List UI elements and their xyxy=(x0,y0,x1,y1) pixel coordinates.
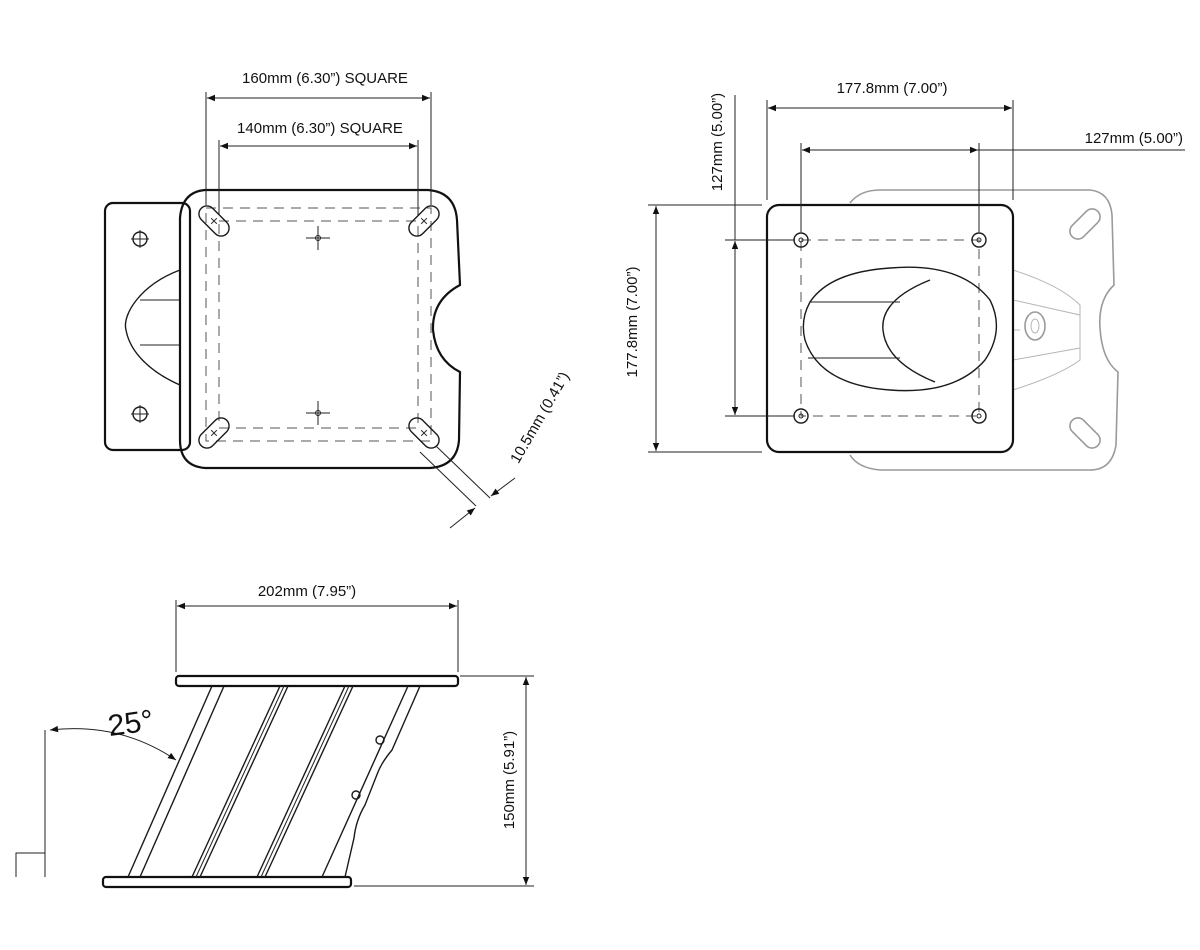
dim-inner-square-label: 140mm (6.30”) SQUARE xyxy=(237,120,403,137)
bottom-view: 177.8mm (7.00”) 127mm (5.00”) 127mm (5.0… xyxy=(624,80,1185,471)
support-body xyxy=(124,269,181,386)
dim-slot-width-label: 10.5mm (0.41”) xyxy=(507,369,573,466)
rear-flange xyxy=(103,201,192,452)
angle-label: 25° xyxy=(106,704,156,743)
base-hole-tr xyxy=(971,232,987,248)
top-view: 160mm (6.30”) SQUARE 140mm (6.30”) SQUAR… xyxy=(103,70,573,529)
slot-top-right xyxy=(408,205,440,237)
side-top-plate xyxy=(174,674,460,688)
hole-pattern-square xyxy=(205,207,432,442)
center-mark-bottom xyxy=(306,401,330,425)
dim-inner-square: 140mm (6.30”) SQUARE xyxy=(218,120,419,215)
dim-outer-square-label: 160mm (6.30”) SQUARE xyxy=(242,70,408,87)
dim-hole-spacing-y: 127mm (5.00”) xyxy=(709,93,795,417)
top-plate xyxy=(178,188,462,470)
dim-base-height: 177.8mm (7.00”) xyxy=(624,204,762,453)
dim-base-width-label: 177.8mm (7.00”) xyxy=(837,80,948,97)
dim-top-plate-width: 202mm (7.95”) xyxy=(175,583,459,672)
dim-base-width: 177.8mm (7.00”) xyxy=(766,80,1014,200)
dim-hole-spacing-x: 127mm (5.00”) xyxy=(800,130,1185,232)
ghost-top-plate xyxy=(849,189,1119,471)
dim-hole-spacing-y-label: 127mm (5.00”) xyxy=(709,93,726,191)
base-plate xyxy=(765,203,1015,454)
side-view: 25° 202mm (7.95”) 150mm (5.91”) xyxy=(15,583,534,889)
strut-4 xyxy=(321,685,421,878)
ghost-bolt-head xyxy=(1024,311,1046,341)
flange-hole-bottom xyxy=(131,405,149,423)
slot-bottom-left xyxy=(198,417,230,449)
strut-1 xyxy=(127,685,225,878)
base-hole-pattern xyxy=(800,239,980,417)
flange-hole-top xyxy=(131,230,149,248)
dim-slot-width: 10.5mm (0.41”) xyxy=(419,369,573,529)
dim-hole-spacing-x-label: 127mm (5.00”) xyxy=(1085,130,1183,147)
ghost-slot-bottom xyxy=(1069,417,1101,449)
slot-bottom-right xyxy=(408,417,440,449)
ghost-slot-top xyxy=(1069,208,1101,240)
dim-side-height-label: 150mm (5.91”) xyxy=(501,731,518,829)
dim-outer-square: 160mm (6.30”) SQUARE xyxy=(205,70,432,205)
side-bottom-plate xyxy=(101,875,353,889)
angle-reference: 25° xyxy=(15,704,177,877)
base-hole-br xyxy=(971,408,987,424)
dim-base-height-label: 177.8mm (7.00”) xyxy=(624,267,641,378)
strut-3 xyxy=(256,685,354,878)
center-mark-top xyxy=(306,226,330,250)
strut-2 xyxy=(191,685,289,878)
dim-side-height: 150mm (5.91”) xyxy=(354,675,534,887)
dim-top-plate-width-label: 202mm (7.95”) xyxy=(258,583,356,600)
